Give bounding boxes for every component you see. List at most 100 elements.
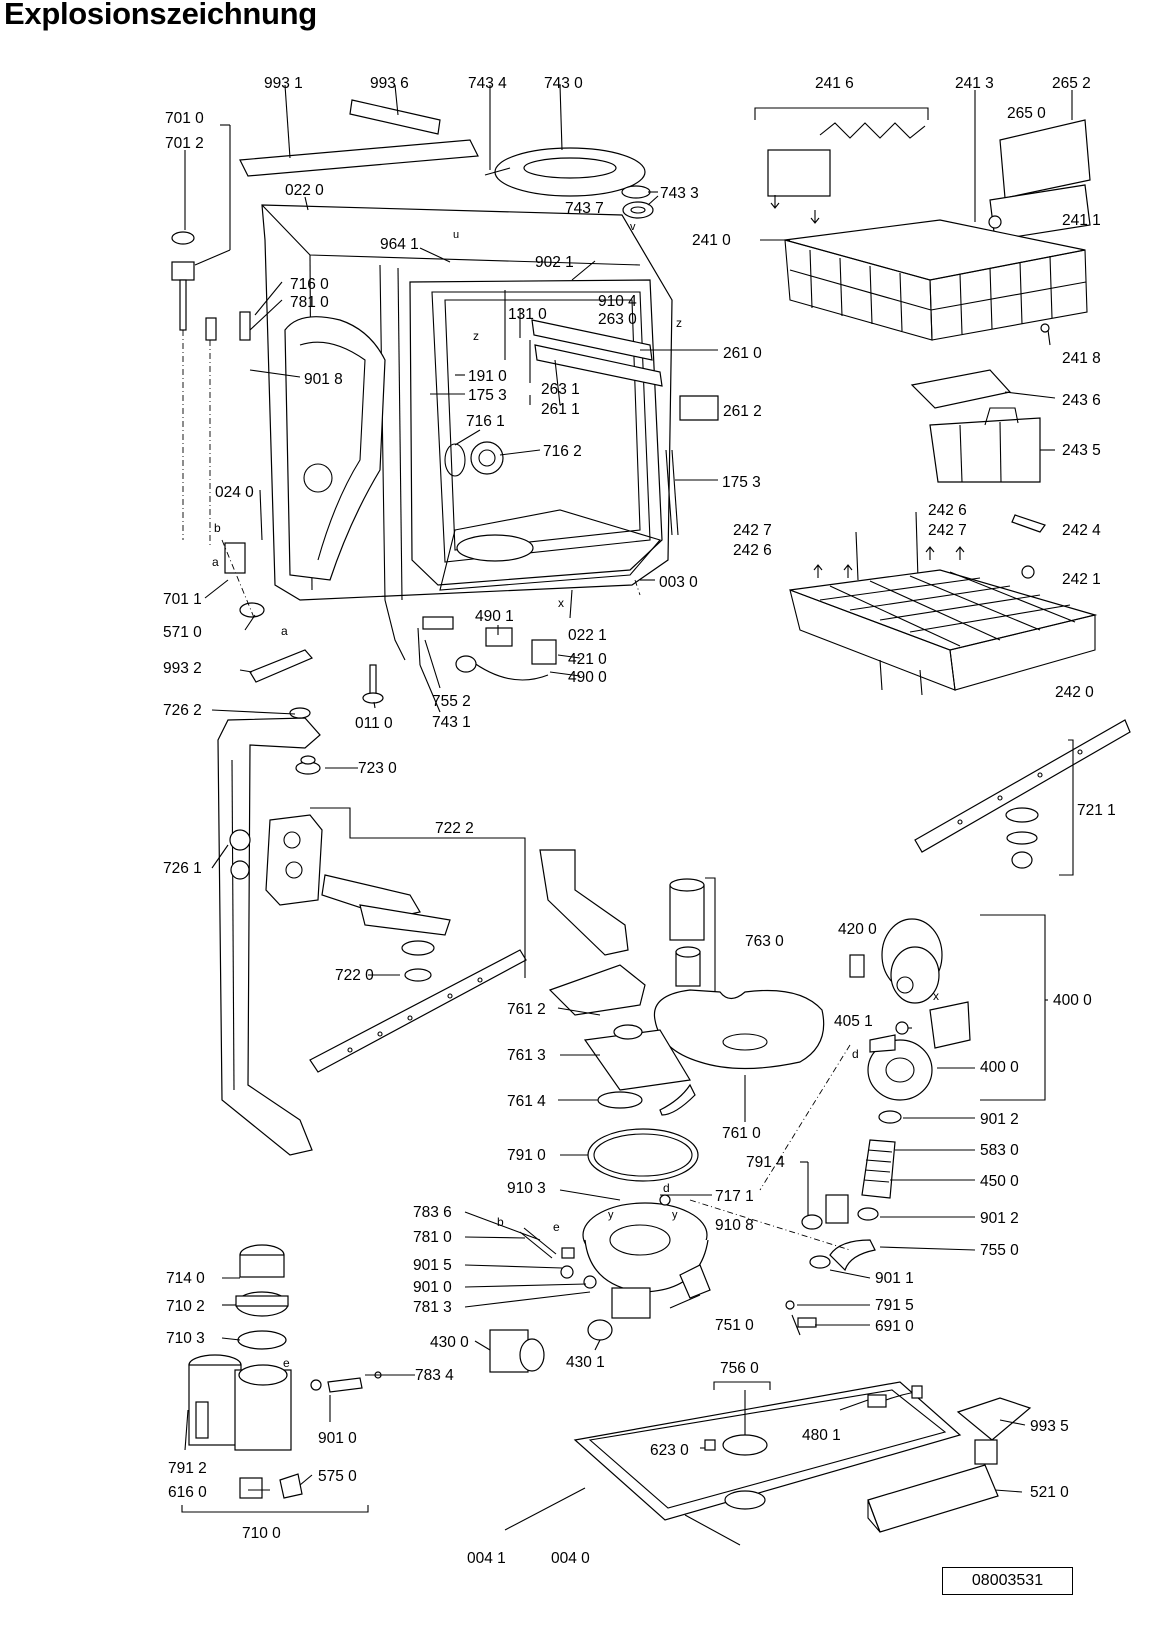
direction-arrows bbox=[770, 195, 965, 578]
callout-label: 175 3 bbox=[468, 387, 507, 404]
callout-label: 243 6 bbox=[1062, 392, 1101, 409]
connection-letter: x bbox=[933, 989, 939, 1003]
callout-label: 701 1 bbox=[163, 591, 202, 608]
callout-label: 901 5 bbox=[413, 1257, 452, 1274]
callout-label: 763 0 bbox=[745, 933, 784, 950]
callout-labels: 993 1 993 6 743 4 743 0 241 6 241 3 265 … bbox=[163, 75, 1116, 1567]
callout-label: 242 6 bbox=[733, 542, 772, 559]
connection-letter: y bbox=[672, 1209, 678, 1221]
callout-label: 993 2 bbox=[163, 660, 202, 677]
callout-label: 710 0 bbox=[242, 1525, 281, 1542]
callout-label: 131 0 bbox=[508, 306, 547, 323]
upper-spray-arm bbox=[914, 719, 1131, 876]
callout-label: 400 0 bbox=[1053, 992, 1092, 1009]
callout-label: 571 0 bbox=[163, 624, 202, 641]
callout-label: 261 0 bbox=[723, 345, 762, 362]
callout-label: 242 1 bbox=[1062, 571, 1101, 588]
callout-label: 743 3 bbox=[660, 185, 699, 202]
callout-label: 993 1 bbox=[264, 75, 303, 92]
callout-label: 722 0 bbox=[335, 967, 374, 984]
callout-label: 901 1 bbox=[875, 1270, 914, 1287]
circulation-pump-assembly bbox=[785, 914, 1046, 1336]
callout-label: 993 5 bbox=[1030, 1418, 1069, 1435]
connection-letter: b bbox=[214, 521, 221, 535]
spray-arm-assembly bbox=[217, 707, 527, 1156]
callout-label: 755 2 bbox=[432, 693, 471, 710]
callout-label: 726 1 bbox=[163, 860, 202, 877]
callout-label: 716 2 bbox=[543, 443, 582, 460]
callout-label: 241 8 bbox=[1062, 350, 1101, 367]
callout-label: 691 0 bbox=[875, 1318, 914, 1335]
callout-label: 011 0 bbox=[355, 715, 393, 732]
callout-label: 761 0 bbox=[722, 1125, 761, 1142]
leader-lines bbox=[184, 84, 1073, 1546]
callout-label: 714 0 bbox=[166, 1270, 205, 1287]
connection-letter: z bbox=[473, 329, 479, 343]
upper-basket-assembly bbox=[754, 107, 1091, 483]
callout-label: 243 5 bbox=[1062, 442, 1101, 459]
callout-label: 003 0 bbox=[659, 574, 698, 591]
callout-label: 242 0 bbox=[1055, 684, 1094, 701]
callout-label: 521 0 bbox=[1030, 1484, 1069, 1501]
connection-letter: a bbox=[212, 555, 219, 569]
callout-label: 751 0 bbox=[715, 1317, 754, 1334]
page-title: Explosionszeichnung bbox=[4, 0, 317, 31]
callout-label: 175 3 bbox=[722, 474, 761, 491]
connection-letter: x bbox=[558, 596, 564, 610]
callout-label: 701 2 bbox=[165, 135, 204, 152]
connection-letter: b bbox=[497, 1215, 504, 1229]
callout-label: 964 1 bbox=[380, 236, 419, 253]
callout-label: 781 0 bbox=[413, 1229, 452, 1246]
document-number: 08003531 bbox=[942, 1567, 1073, 1595]
callout-label: 901 0 bbox=[318, 1430, 357, 1447]
callout-label: 791 2 bbox=[168, 1460, 207, 1477]
callout-label: 242 4 bbox=[1062, 522, 1101, 539]
connection-letter: a bbox=[281, 624, 288, 638]
callout-label: 623 0 bbox=[650, 1442, 689, 1459]
callout-label: 421 0 bbox=[568, 651, 607, 668]
callout-label: 781 0 bbox=[290, 294, 329, 311]
callout-label: 420 0 bbox=[838, 921, 877, 938]
callout-label: 791 4 bbox=[746, 1154, 785, 1171]
callout-label: 265 0 bbox=[1007, 105, 1046, 122]
callout-label: 490 0 bbox=[568, 669, 607, 686]
callout-label: 902 1 bbox=[535, 254, 574, 271]
callout-label: 261 2 bbox=[723, 403, 762, 420]
callout-label: 910 8 bbox=[715, 1217, 754, 1234]
callout-label: 743 4 bbox=[468, 75, 507, 92]
callout-label: 480 1 bbox=[802, 1427, 841, 1444]
callout-label: 717 1 bbox=[715, 1188, 754, 1205]
callout-label: 755 0 bbox=[980, 1242, 1019, 1259]
callout-label: 241 3 bbox=[955, 75, 994, 92]
callout-label: 241 1 bbox=[1062, 212, 1101, 229]
callout-label: 791 5 bbox=[875, 1297, 914, 1314]
callout-label: 265 2 bbox=[1052, 75, 1091, 92]
callout-label: 241 6 bbox=[815, 75, 854, 92]
callout-label: 024 0 bbox=[215, 484, 254, 501]
callout-label: 791 0 bbox=[507, 1147, 546, 1164]
callout-label: 004 1 bbox=[467, 1550, 506, 1567]
callout-label: 242 7 bbox=[733, 522, 772, 539]
callout-label: 743 7 bbox=[565, 200, 604, 217]
connection-letter: e bbox=[283, 1356, 290, 1370]
callout-label: 575 0 bbox=[318, 1468, 357, 1485]
callout-label: 261 1 bbox=[541, 401, 580, 418]
callout-label: 723 0 bbox=[358, 760, 397, 777]
callout-label: 242 6 bbox=[928, 502, 967, 519]
callout-label: 616 0 bbox=[168, 1484, 207, 1501]
callout-label: 761 2 bbox=[507, 1001, 546, 1018]
callout-label: 263 1 bbox=[541, 381, 580, 398]
callout-label: 701 0 bbox=[165, 110, 204, 127]
callout-label: 901 8 bbox=[304, 371, 343, 388]
callout-label: 450 0 bbox=[980, 1173, 1019, 1190]
connection-letter: e bbox=[553, 1220, 560, 1234]
callout-label: 910 3 bbox=[507, 1180, 546, 1197]
callout-label: 004 0 bbox=[551, 1550, 590, 1567]
callout-label: 721 1 bbox=[1077, 802, 1116, 819]
callout-label: 761 4 bbox=[507, 1093, 546, 1110]
callout-label: 716 1 bbox=[466, 413, 505, 430]
callout-label: 022 0 bbox=[285, 182, 324, 199]
callout-label: 242 7 bbox=[928, 522, 967, 539]
connection-letters: a b a b d d e e x x z z u v y y bbox=[212, 221, 939, 1370]
